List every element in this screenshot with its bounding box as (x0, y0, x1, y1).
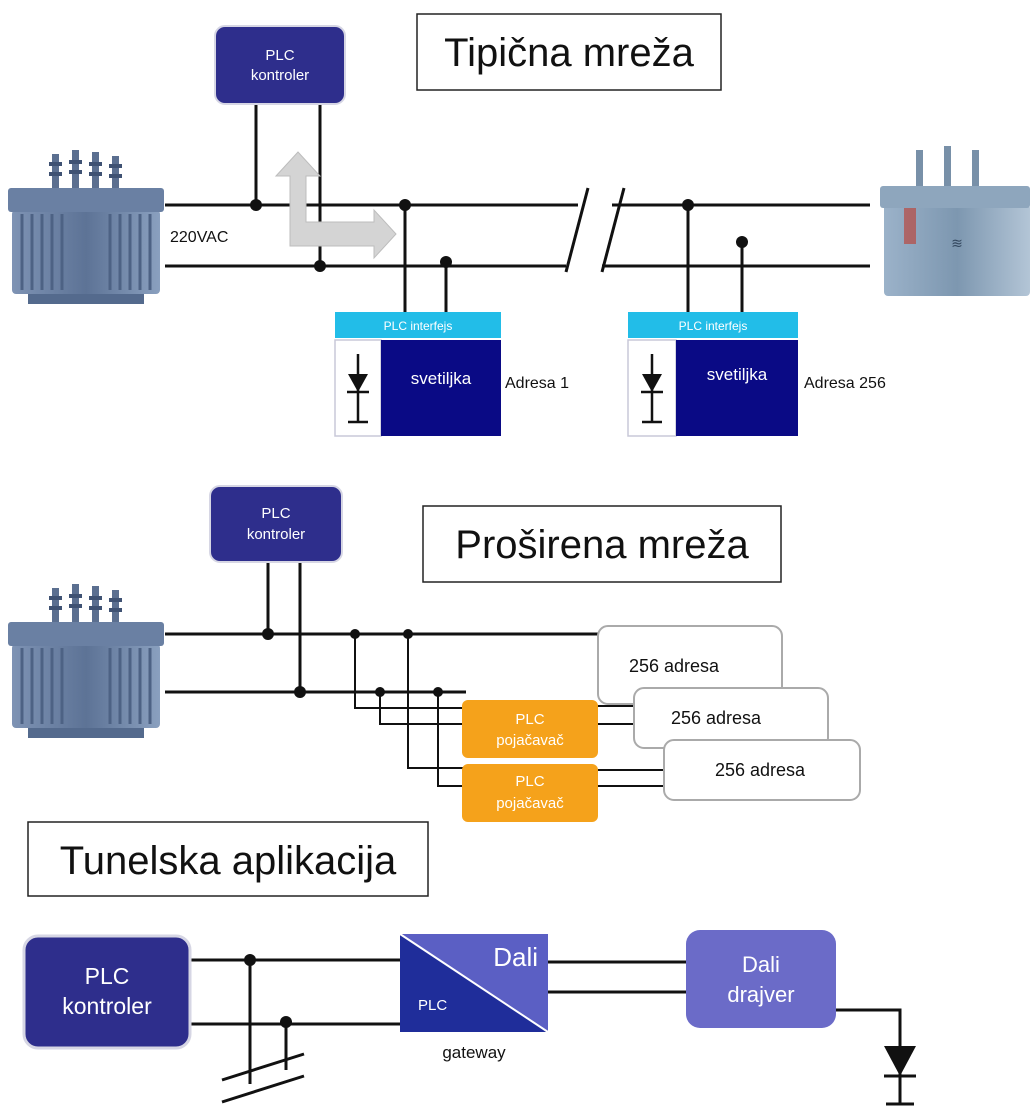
plc-interface-2 (628, 312, 798, 338)
junction-dots-section1 (250, 199, 748, 272)
node2-address: Adresa 256 (804, 375, 886, 392)
transformer-left-middle (6, 582, 166, 740)
diode-icon-3 (884, 1044, 916, 1106)
transformer-right: ≋ (880, 146, 1030, 296)
dali-driver-line2: drajver (727, 982, 794, 1007)
plc-amplifier-2: PLC pojačavač (462, 764, 598, 822)
plc-controller-1-line2: kontroler (251, 67, 309, 84)
junction-dots-section3 (244, 954, 292, 1028)
lamp-2 (676, 340, 798, 436)
section2-title: Proširena mreža (455, 523, 749, 567)
svg-text:≋: ≋ (951, 235, 963, 251)
bus-wires-section2 (165, 562, 600, 694)
address-group-3: 256 adresa (663, 739, 861, 801)
address-group-1-label: 256 adresa (629, 656, 720, 676)
plc-controller-3-line2: kontroler (62, 993, 152, 1019)
bus-wires-section1 (165, 104, 870, 314)
gateway-dali-label: Dali (493, 942, 538, 972)
plc-interface-1-label: PLC interfejs (384, 319, 453, 333)
plc-interface-1 (335, 312, 501, 338)
plc-controller-2-line1: PLC (261, 505, 290, 522)
lamp-2-label: svetiljka (707, 365, 768, 384)
address-group-3-label: 256 adresa (715, 760, 806, 780)
voltage-label: 220VAC (170, 229, 228, 246)
diode-icon-1 (347, 354, 369, 424)
plc-controller-3-line1: PLC (85, 963, 130, 989)
plc-amplifier-2-line1: PLC (515, 773, 544, 790)
plc-controller-3 (22, 934, 192, 1050)
plc-controller-1 (214, 25, 346, 105)
plc-controller-2 (209, 485, 343, 563)
address-group-2-label: 256 adresa (671, 708, 762, 728)
section2-title-box (422, 505, 782, 583)
branch-wires-section2 (354, 634, 666, 787)
lamp-1-label: svetiljka (411, 369, 472, 388)
diode-icon-2 (641, 354, 663, 424)
data-flow-arrow (274, 151, 397, 260)
address-group-1: 256 adresa (597, 625, 783, 705)
gateway-plc-label: PLC (418, 997, 447, 1014)
plc-amplifier-1-line2: pojačavač (496, 732, 564, 749)
section3-title: Tunelska aplikacija (60, 839, 397, 883)
plc-amplifier-1: PLC pojačavač (462, 700, 598, 758)
gateway (399, 933, 549, 1033)
node1-address: Adresa 1 (505, 375, 569, 392)
gateway-caption: gateway (442, 1043, 506, 1062)
section1-title: Tipična mreža (444, 31, 694, 75)
dali-driver-line1: Dali (742, 952, 780, 977)
plc-amplifier-1-line1: PLC (515, 711, 544, 728)
dali-driver (686, 930, 836, 1028)
lamp-1 (381, 340, 501, 436)
bus-wires-section3 (190, 958, 902, 1104)
plc-amplifier-2-line2: pojačavač (496, 795, 564, 812)
junction-dots-section2 (262, 628, 443, 698)
plc-controller-2-line2: kontroler (247, 526, 305, 543)
section3-title-box (27, 821, 429, 897)
plc-controller-1-line1: PLC (265, 47, 294, 64)
plc-interface-2-label: PLC interfejs (679, 319, 748, 333)
section1-title-box (416, 13, 722, 91)
transformer-left-top (6, 148, 166, 306)
